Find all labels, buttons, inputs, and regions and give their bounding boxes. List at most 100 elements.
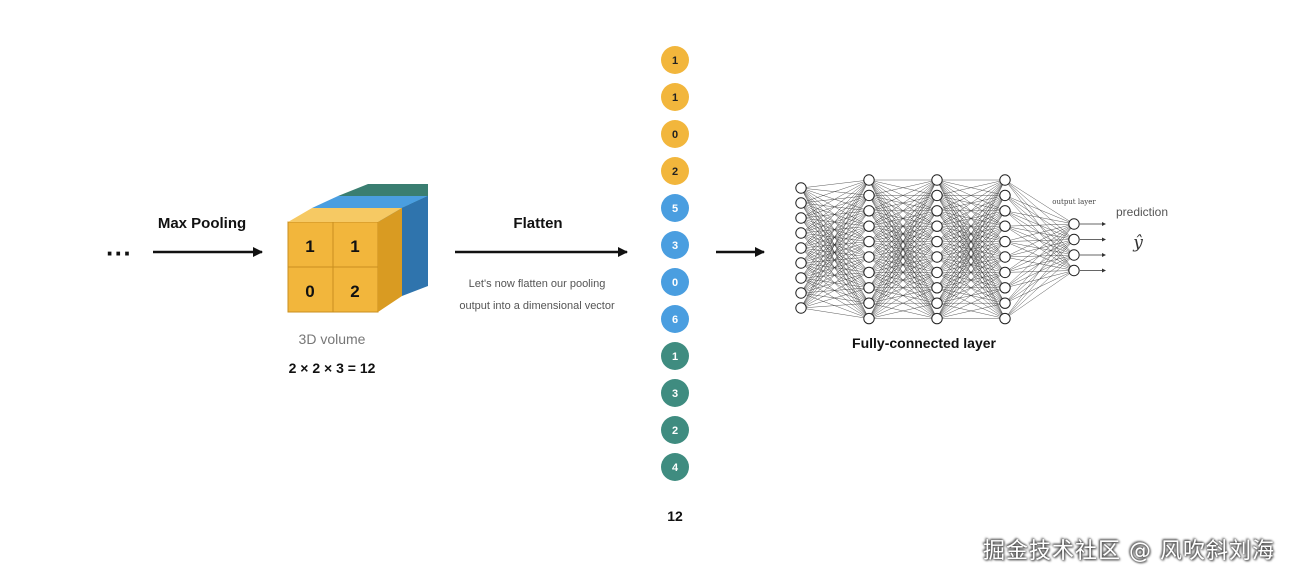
network-connection [1004,223,1075,273]
fully-connected-network [795,174,1106,325]
neuron [795,182,807,194]
neuron [999,282,1011,294]
neuron [931,266,943,279]
neuron [1068,264,1080,277]
network-connection [868,179,938,319]
network-connection [936,241,1006,319]
neuron [931,189,943,202]
network-connection [800,179,870,204]
neuron [795,242,807,254]
vector-element [661,453,689,481]
network-connection [800,179,870,264]
neuron [931,174,943,186]
vector-element-value: 0 [672,277,678,289]
cube-caption: 3D volume [299,331,366,347]
neuron [863,297,875,309]
network-connection [1004,223,1075,242]
network-connection [936,210,1006,319]
neuron [999,312,1011,325]
network-neurons [795,174,1080,325]
cube-front-layer: 1 1 0 2 [287,208,402,313]
neuron [863,174,875,186]
neuron [795,227,807,239]
vector-element-value: 1 [672,55,678,67]
network-connection [800,195,870,309]
neuron [931,235,943,248]
network-output-arrows [1080,222,1106,273]
neuron [931,251,943,263]
neuron [999,266,1011,279]
neuron [931,282,943,294]
prediction-symbol: ŷ [1132,233,1143,253]
network-connection [936,179,1006,258]
vector-element-value: 2 [672,166,678,178]
network-connection [868,179,938,258]
neuron [999,189,1011,202]
network-connection [800,226,870,309]
output-arrowhead [1102,222,1106,226]
vector-element-value: 0 [672,129,678,141]
neuron [999,220,1011,232]
neuron [863,266,875,279]
network-connection [1004,254,1075,319]
neuron [795,287,807,299]
cube-front-value-1: 1 [305,237,314,256]
vector-element-value: 4 [672,462,679,474]
neuron [863,220,875,232]
cube-front-value-3: 0 [305,282,314,301]
watermark: 掘金技术社区 @ 风吹斜刘海 [983,539,1275,564]
network-connection [868,179,938,304]
network-connection [800,302,870,309]
vector-element [661,83,689,111]
neuron [1068,249,1080,261]
vector-element [661,268,689,296]
3d-volume-cube: 1 3 4 2 5 3 6 1 1 0 2 [287,184,428,313]
flatten-label: Flatten [513,215,562,232]
neuron [999,297,1011,309]
network-connection [868,179,938,273]
network-connection [868,272,938,319]
network-connection [800,179,870,189]
network-connection [936,226,1006,319]
vector-count-label: 12 [667,508,683,524]
network-connection [800,179,870,279]
vector-element-value: 3 [672,388,678,400]
output-arrowhead [1102,253,1106,257]
network-connection [936,179,1006,273]
network-connection [868,287,938,319]
max-pooling-label: Max Pooling [158,215,246,232]
neuron [795,197,807,209]
network-connection [868,241,938,319]
network-connection [1004,223,1075,319]
neuron [931,312,943,325]
vector-element [661,416,689,444]
network-connection [1004,223,1075,258]
cube-front-value-4: 2 [350,282,359,301]
neuron [931,220,943,232]
vector-element [661,120,689,148]
neuron [863,189,875,202]
network-connection [868,179,938,288]
neuron [863,282,875,294]
prediction-label: prediction [1116,205,1168,219]
network-connection [800,179,870,249]
network-connection [936,179,1006,212]
network-connection [1004,270,1075,319]
network-connection [1004,179,1075,225]
network-connections [800,179,1075,319]
network-connection [936,287,1006,319]
network-connection [1004,223,1075,227]
network-connection [1004,239,1075,319]
neuron [863,312,875,325]
network-connection [1004,195,1075,225]
network-connection [868,256,938,319]
vector-element [661,305,689,333]
ellipsis: ··· [106,238,132,268]
vector-element [661,194,689,222]
neuron [999,174,1011,186]
network-connection [868,226,938,319]
neuron [931,205,943,217]
network-connection [800,179,870,309]
network-connection [1004,223,1075,304]
